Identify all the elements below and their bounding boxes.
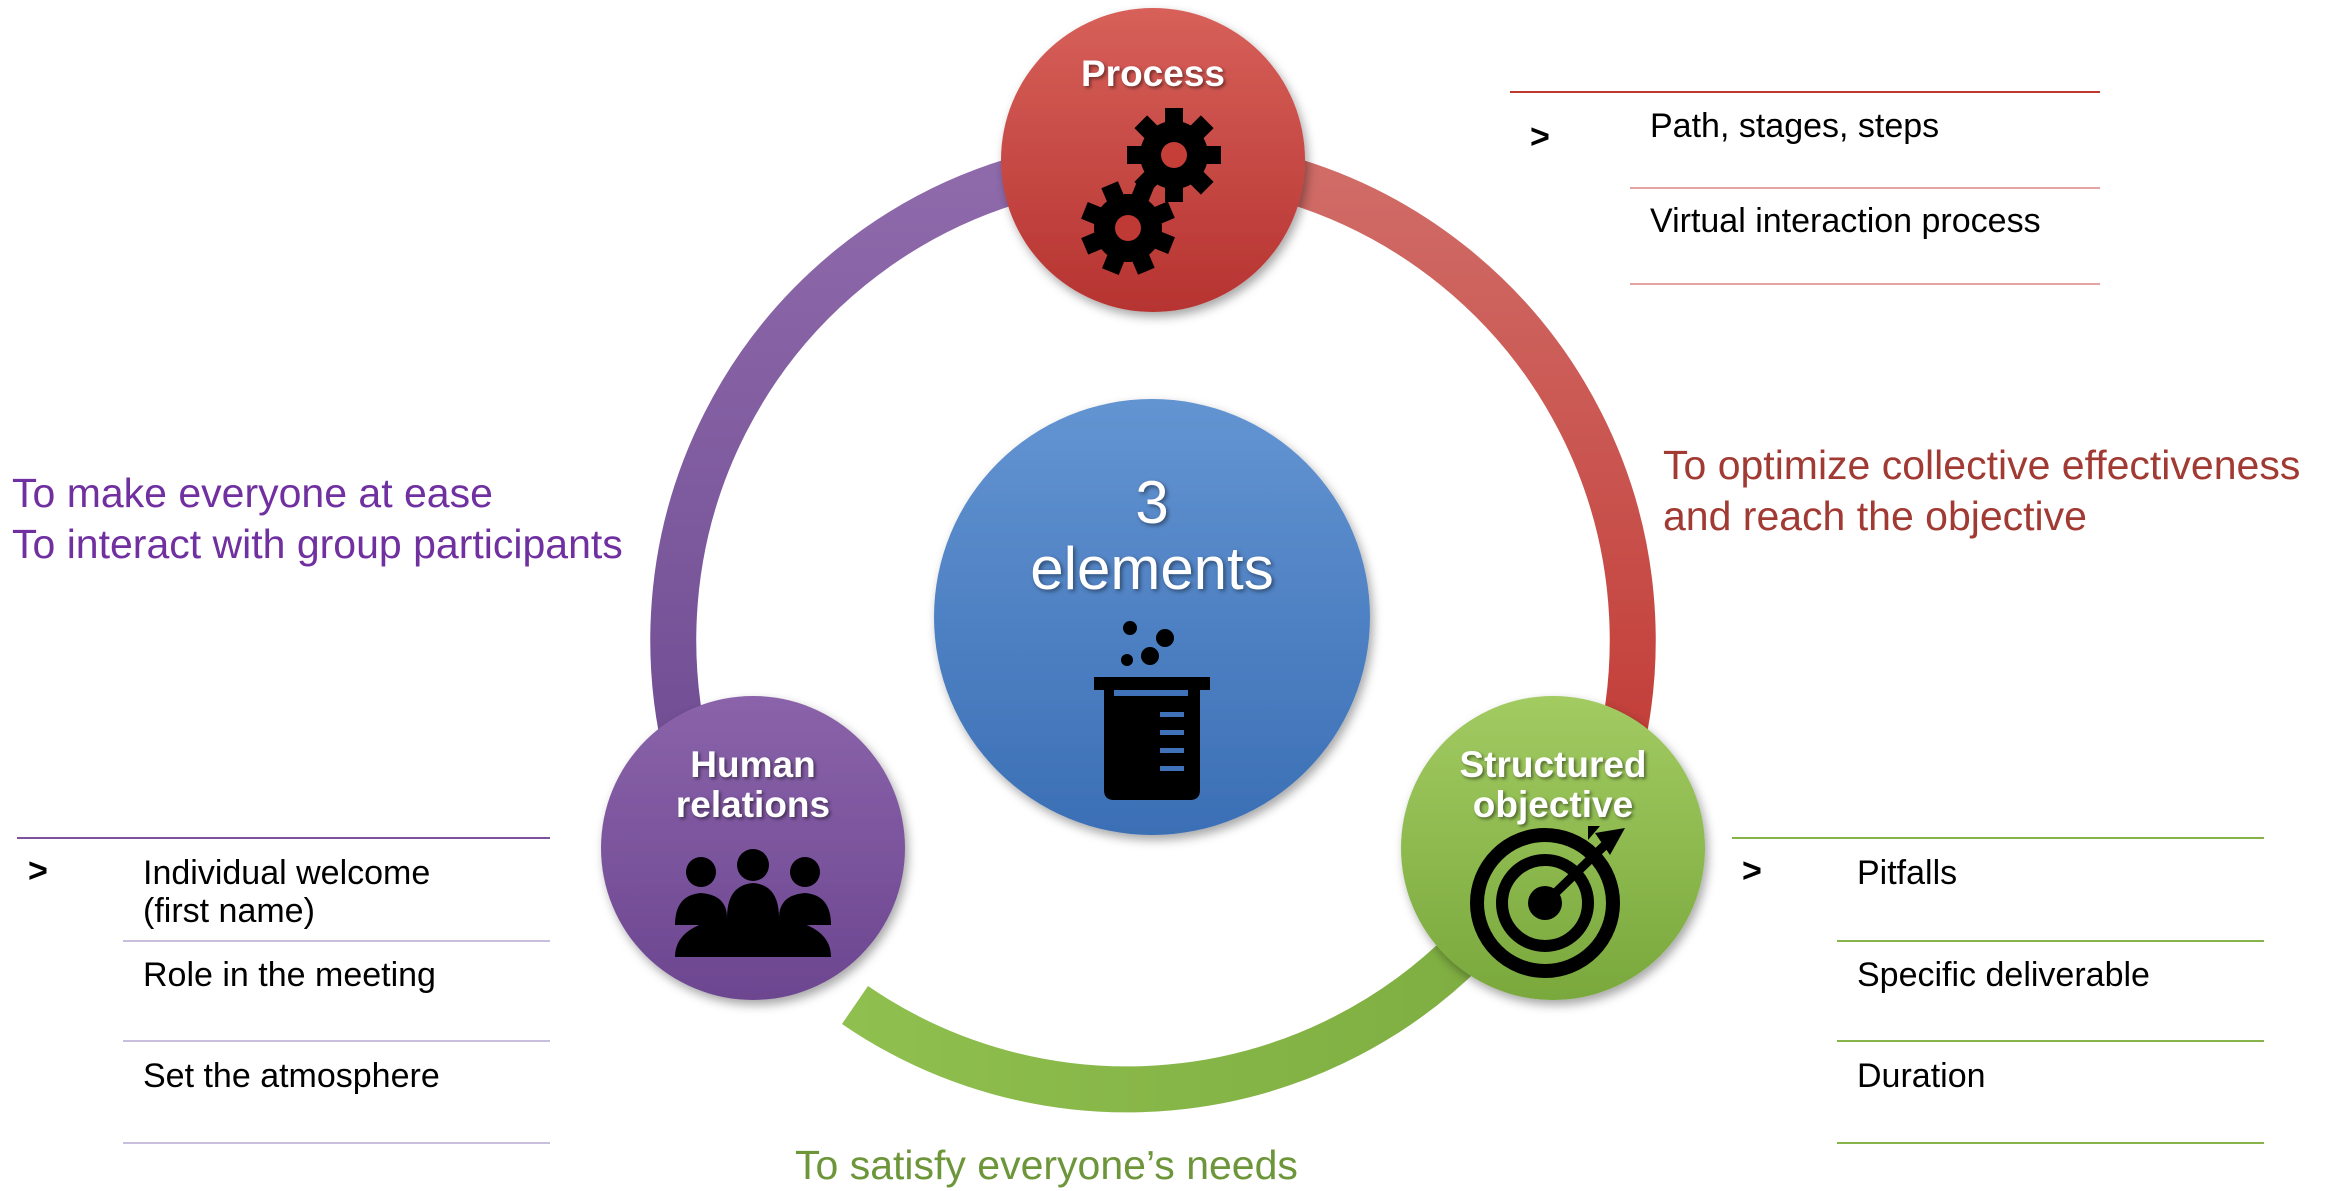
objective-list-rule-2: [1837, 1040, 2264, 1042]
human-list-item-3: Set the atmosphere: [143, 1057, 440, 1095]
group-meeting-icon: [675, 849, 831, 957]
human-list-item-1: Individual welcome (first name): [143, 854, 430, 930]
process-list-item-2: Virtual interaction process: [1650, 202, 2041, 240]
process-list-top-rule: [1510, 91, 2100, 93]
process-list-rule-2: [1630, 283, 2100, 285]
objective-goal: To satisfy everyone’s needs: [795, 1142, 1298, 1188]
objective-list-rule-1: [1837, 940, 2264, 942]
human-list-rule-3: [123, 1142, 550, 1144]
human-list-rule-1: [123, 940, 550, 942]
beaker-icon: [1094, 621, 1210, 800]
objective-list-top-rule: [1732, 837, 2264, 839]
human-relations-title-line1: Human: [690, 744, 816, 785]
human-list-bullet: >: [28, 852, 48, 890]
arc-human-to-process: [650, 159, 1020, 806]
center-number: 3: [1135, 469, 1169, 536]
human-list-rule-2: [123, 1040, 550, 1042]
human-relations-title: Human relations: [603, 745, 903, 825]
human-relations-title-line2: relations: [675, 784, 831, 825]
center-label: 3 elements: [952, 470, 1352, 602]
arc-objective-to-human: [841, 933, 1482, 1113]
structured-objective-title-line1: Structured: [1459, 744, 1647, 785]
process-list-bullet: >: [1530, 118, 1550, 156]
process-list-item-1: Path, stages, steps: [1650, 107, 1940, 145]
process-title: Process: [1081, 53, 1225, 94]
process-goal-line2: and reach the objective: [1663, 493, 2087, 539]
gears-icon: [1081, 108, 1221, 275]
human-list-item-2: Role in the meeting: [143, 956, 436, 994]
human-list-top-rule: [17, 837, 550, 839]
center-word: elements: [1030, 535, 1274, 602]
objective-list-rule-3: [1837, 1142, 2264, 1144]
human-list-item-1-line1: Individual welcome: [143, 854, 431, 892]
human-goal-line2: To interact with group participants: [12, 521, 623, 567]
process-goal: To optimize collective effectiveness and…: [1663, 440, 2300, 542]
objective-list-item-3: Duration: [1857, 1057, 1986, 1095]
objective-list-bullet: >: [1742, 852, 1762, 890]
arc-process-to-objective: [1286, 159, 1656, 806]
human-goal: To make everyone at ease To interact wit…: [12, 468, 623, 570]
center-circle: [934, 399, 1370, 835]
process-goal-line1: To optimize collective effectiveness: [1663, 442, 2301, 488]
structured-objective-circle: [1401, 696, 1705, 1000]
human-list-item-1-line2: (first name): [143, 892, 315, 930]
target-icon: [1470, 826, 1625, 978]
structured-objective-title: Structured objective: [1403, 745, 1703, 825]
objective-list-item-2: Specific deliverable: [1857, 956, 2150, 994]
structured-objective-title-line2: objective: [1472, 784, 1634, 825]
process-list-rule-1: [1630, 187, 2100, 189]
objective-list-item-1: Pitfalls: [1857, 854, 1958, 892]
human-goal-line1: To make everyone at ease: [12, 470, 493, 516]
